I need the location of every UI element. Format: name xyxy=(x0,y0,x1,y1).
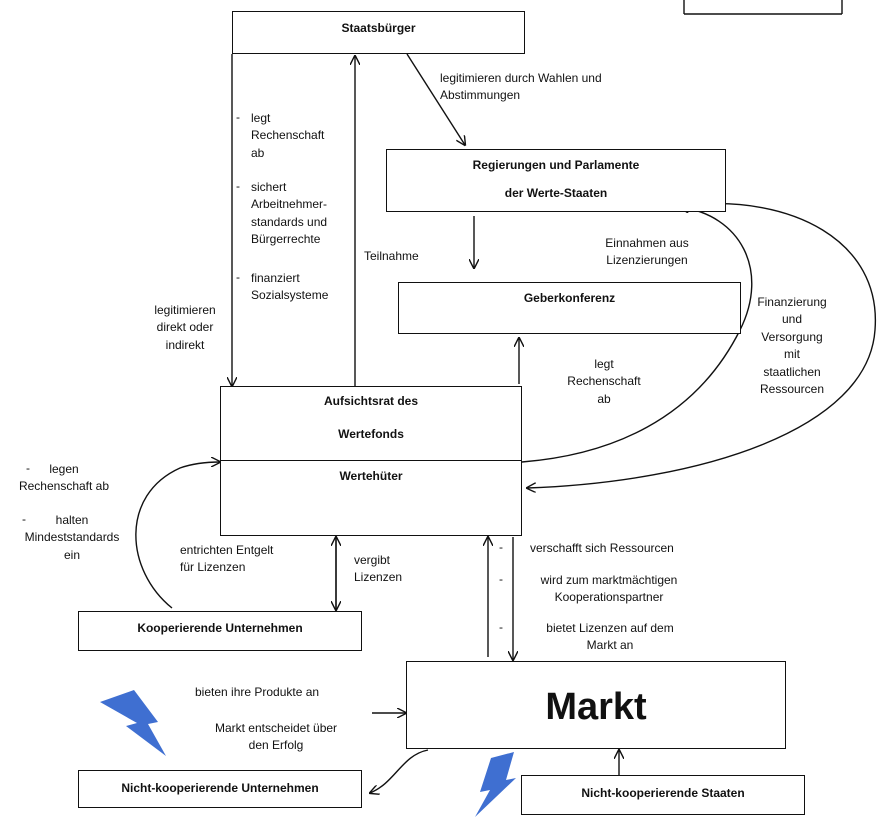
arrow-kooperierende-to-wertehueter xyxy=(135,462,220,609)
regierungen-title-line2: der Werte-Staaten xyxy=(504,186,608,200)
markt-box: Markt xyxy=(406,661,786,749)
geberkonferenz-title: Geberkonferenz xyxy=(523,291,616,305)
bullet-dash: - xyxy=(26,461,30,475)
wertehueter-title: Wertehüter xyxy=(339,469,403,483)
label-finanzierung-versorgung: Finanzierung und Versorgung mit staatlic… xyxy=(757,295,827,396)
regierungen-box: Regierungen und Parlamente der Werte-Sta… xyxy=(386,149,726,212)
bullet-dash: - xyxy=(499,572,503,586)
aufsichtsrat-title-line2: Wertefonds xyxy=(338,427,404,441)
bullet-dash: - xyxy=(236,179,240,193)
nicht-koop-staaten-title: Nicht-kooperierende Staaten xyxy=(581,786,745,800)
label-finanziert-sozialsysteme: finanziert Sozialsysteme xyxy=(251,271,329,303)
markt-title: Markt xyxy=(545,686,647,728)
kooperierende-title: Kooperierende Unternehmen xyxy=(137,621,303,635)
lightning-bolt-icon xyxy=(475,752,516,817)
staatsbuerger-title: Staatsbürger xyxy=(341,21,416,35)
label-markt-entscheidet: Markt entscheidet über den Erfolg xyxy=(214,721,338,753)
staatsbuerger-box: Staatsbürger xyxy=(232,11,525,54)
aufsichtsrat-box: Aufsichtsrat des Wertefonds xyxy=(220,386,522,461)
label-legitimieren-wahlen: legitimieren durch Wahlen und Abstimmung… xyxy=(440,71,602,103)
label-verschafft-ressourcen: verschafft sich Ressourcen xyxy=(530,541,674,555)
arrow-wertehueter-to-regierungen xyxy=(521,207,753,463)
label-marktmaechtig: wird zum marktmächtigen Kooperationspart… xyxy=(540,573,678,605)
bullet-dash: - xyxy=(499,540,503,554)
label-legt-rechenschaft-ab: legt Rechenschaft ab xyxy=(251,111,325,160)
label-teilnahme: Teilnahme xyxy=(364,249,419,263)
label-vergibt-lizenzen: vergibt Lizenzen xyxy=(354,553,403,585)
label-bieten-produkte: bieten ihre Produkte an xyxy=(195,685,320,699)
label-sichert-standards: sichert Arbeitnehmer- standards und Bürg… xyxy=(251,180,328,247)
arrow-markt-to-nicht-koop-unternehmen xyxy=(370,749,429,793)
label-halten-mindeststandards: halten Mindeststandards ein xyxy=(24,513,120,562)
kooperierende-box: Kooperierende Unternehmen xyxy=(78,611,362,651)
arrow-regierungen-to-wertehueter xyxy=(527,202,876,488)
label-bietet-lizenzen: bietet Lizenzen auf dem Markt an xyxy=(546,621,674,653)
bullet-dash: - xyxy=(236,270,240,284)
label-legitimieren-direkt: legitimieren direkt oder indirekt xyxy=(154,303,216,352)
label-legen-rechenschaft: legen Rechenschaft ab xyxy=(18,462,110,494)
arrow-staatsbuerger-to-regierungen xyxy=(406,53,465,145)
lightning-bolt-icon xyxy=(100,690,166,756)
bullet-dash: - xyxy=(499,620,503,634)
aufsichtsrat-title-line1: Aufsichtsrat des xyxy=(323,394,419,408)
nicht-koop-staaten-box: Nicht-kooperierende Staaten xyxy=(521,775,805,815)
regierungen-title-line1: Regierungen und Parlamente xyxy=(472,158,640,172)
label-einnahmen-lizenzierungen: Einnahmen aus Lizenzierungen xyxy=(605,236,689,268)
wertehueter-box: Wertehüter xyxy=(220,460,522,536)
label-legt-rechenschaft-geberkonferenz: legt Rechenschaft ab xyxy=(567,357,641,406)
label-entrichten-entgelt: entrichten Entgelt für Lizenzen xyxy=(180,543,274,575)
bullet-dash: - xyxy=(236,110,240,124)
nicht-koop-unternehmen-box: Nicht-kooperierende Unternehmen xyxy=(78,770,362,808)
geberkonferenz-box: Geberkonferenz xyxy=(398,282,741,334)
bullet-dash: - xyxy=(22,512,26,526)
nicht-koop-unternehmen-title: Nicht-kooperierende Unternehmen xyxy=(121,781,319,795)
